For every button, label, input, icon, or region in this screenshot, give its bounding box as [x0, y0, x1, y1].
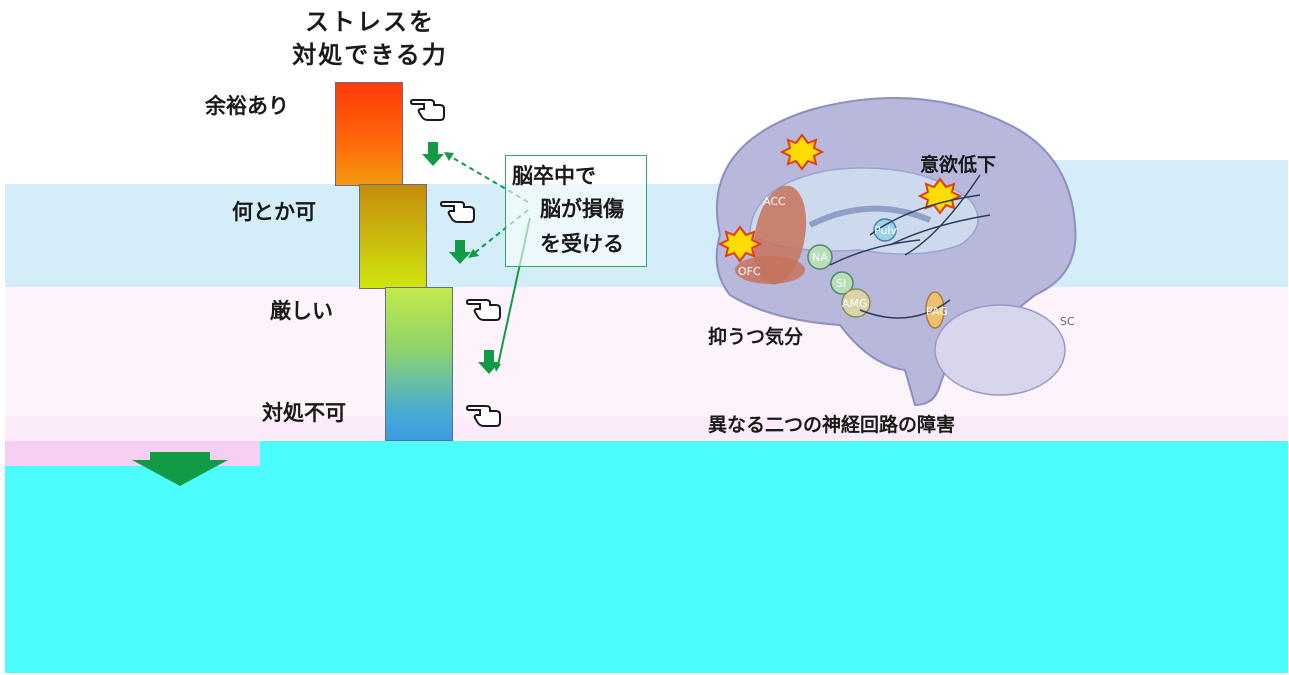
motivation-label: 意欲低下 [920, 154, 997, 176]
capacity-bar-ample [335, 82, 403, 186]
title-line-1: ストレスを [305, 8, 435, 36]
region-label: ACC [763, 195, 786, 208]
hand-pointer-icon [410, 99, 445, 121]
brain-caption: 異なる二つの神経回路の障害 [708, 414, 956, 436]
stroke-callout-line-3: を受ける [540, 232, 624, 256]
level-label-difficult: 厳しい [270, 299, 333, 323]
hand-pointer-icon [466, 405, 501, 427]
stroke-callout-line-1: 脳卒中で [512, 164, 596, 188]
title-line-2: 対処できる力 [292, 41, 448, 69]
background-band-pink-strip [5, 417, 1288, 441]
brain-illustration: ACC OFC NA SI AMG Pulv PAG SC [715, 97, 1077, 407]
region-label: NA [812, 251, 828, 264]
level-label-impossible: 対処不可 [262, 401, 346, 425]
region-label: Pulv [874, 224, 897, 237]
region-label: PAG [926, 305, 948, 318]
diagram-title: ストレスを 対処できる力 [270, 6, 470, 72]
region-label: SI [836, 277, 846, 290]
stroke-callout-line-2: 脳が損傷 [540, 197, 624, 221]
hand-pointer-icon [440, 201, 475, 223]
capacity-bar-manageable [359, 184, 427, 289]
region-label: AMG [842, 297, 868, 310]
stroke-callout-box [505, 155, 647, 267]
level-label-ample: 余裕あり [205, 94, 289, 118]
hand-pointer-icon [466, 299, 501, 321]
region-label: SC [1060, 315, 1075, 328]
down-arrow-icon [132, 142, 500, 486]
mood-label: 抑うつ気分 [708, 326, 804, 348]
region-label: OFC [738, 265, 761, 278]
background-band-pink [5, 287, 1288, 417]
capacity-bar-difficult [385, 287, 453, 441]
background-band-cyan [5, 441, 1288, 673]
level-label-manageable: 何とか可 [232, 200, 316, 224]
